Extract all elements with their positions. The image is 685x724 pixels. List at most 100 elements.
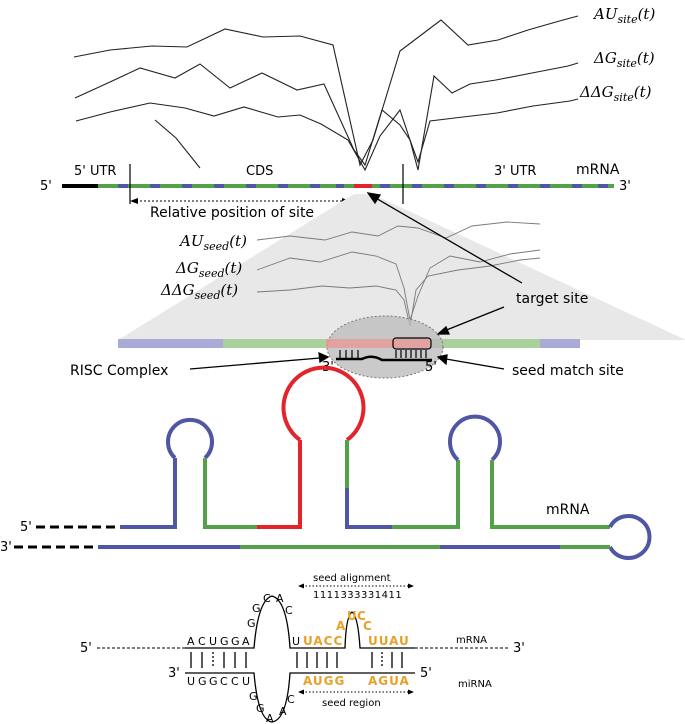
mrna-middle-label: mRNA <box>546 502 590 518</box>
align-mirna-label: miRNA <box>458 679 492 690</box>
site-signal-lines <box>73 15 579 172</box>
mrna-strand-line <box>97 595 510 649</box>
svg-text:G: G <box>198 675 207 688</box>
hairpin-3-stem-right <box>490 460 610 529</box>
svg-text:C: C <box>285 604 293 617</box>
utr3-label: 3' UTR <box>494 164 536 179</box>
svg-text:C: C <box>198 635 206 648</box>
seed-match-box <box>392 337 432 350</box>
ddg-seed-label: ΔΔGseed(t) <box>160 281 238 302</box>
dg-seed-label: ΔGseed(t) <box>175 259 242 280</box>
svg-text:U: U <box>292 635 300 648</box>
dg-seed-line <box>256 249 541 322</box>
svg-text:C: C <box>357 609 366 623</box>
svg-text:ΔGsite(t): ΔGsite(t) <box>593 49 655 70</box>
svg-text:G: G <box>249 690 258 703</box>
mrna-track <box>62 164 614 204</box>
svg-text:A: A <box>187 635 195 648</box>
svg-text:G: G <box>209 675 218 688</box>
seed-signal-lines <box>256 221 541 327</box>
svg-text:AUGG: AUGG <box>303 674 345 688</box>
mrna-5prime-label: 5' <box>40 179 52 194</box>
svg-text:U: U <box>242 675 250 688</box>
risc-complex-label: RISC Complex <box>70 363 168 379</box>
alignment-string: 1111333331411 <box>313 590 402 601</box>
ddg-seed-line <box>256 257 541 327</box>
relative-position-arrow <box>130 198 350 204</box>
mirna-strand <box>336 355 432 362</box>
svg-text:ΔΔGsite(t): ΔΔGsite(t) <box>579 83 652 104</box>
svg-text:A: A <box>279 705 287 718</box>
svg-text:UUAU: UUAU <box>368 634 410 648</box>
seed-match-arrow <box>445 358 505 370</box>
seed-region-label: seed region <box>322 698 381 709</box>
seed-match-bars <box>339 350 427 358</box>
svg-text:U: U <box>209 635 217 648</box>
base-pair-bars <box>190 652 403 668</box>
svg-text:AGUA: AGUA <box>368 674 410 688</box>
svg-text:U: U <box>187 675 195 688</box>
target-site-arrow-to-ellipse <box>443 306 505 332</box>
svg-text:G: G <box>247 617 256 630</box>
svg-text:C: C <box>231 675 239 688</box>
relative-position-label: Relative position of site <box>150 205 314 221</box>
ddg-site-line <box>75 98 579 172</box>
au-seed-label: AUseed(t) <box>178 232 247 253</box>
mrna-3prime-label: 3' <box>619 179 631 194</box>
mrna-top-label: mRNA <box>576 162 620 178</box>
utr5-label: 5' UTR <box>74 164 116 179</box>
hairpin-2-stem-right-lower <box>345 488 392 529</box>
seed-region-arrow <box>298 689 414 695</box>
mrna-secondary-structure <box>14 365 652 560</box>
svg-text:C: C <box>263 592 271 605</box>
align-mrna-label: mRNA <box>456 635 487 646</box>
dg-site-label: ΔGsite(t) <box>593 49 655 70</box>
svg-text:U: U <box>347 609 357 623</box>
terminal-loop <box>608 514 652 560</box>
hairpin-1-stem-right <box>203 458 257 529</box>
target-site-label: target site <box>516 291 588 307</box>
svg-text:G: G <box>220 635 229 648</box>
pointer-arrows <box>189 192 523 370</box>
seed-alignment-arrow <box>298 583 414 589</box>
hairpin-2-stem-left <box>257 440 302 529</box>
seed-match-site-label: seed match site <box>512 363 624 379</box>
svg-text:C: C <box>287 693 295 706</box>
align-mirna-5prime: 5' <box>420 666 432 681</box>
align-mrna-5prime: 5' <box>80 641 92 656</box>
svg-text:G: G <box>256 702 265 715</box>
svg-text:A: A <box>276 592 284 605</box>
svg-text:C: C <box>220 675 228 688</box>
ddg-site-label: ΔΔGsite(t) <box>579 83 652 104</box>
svg-text:AUseed(t): AUseed(t) <box>178 232 247 253</box>
seed-alignment-label: seed alignment <box>313 573 391 584</box>
cds-signal-line <box>154 119 201 169</box>
svg-text:G: G <box>231 635 240 648</box>
hairpin-1-stem-left <box>120 458 177 529</box>
zoom-shade <box>118 194 685 340</box>
hairpin-3-stem-left <box>392 460 460 529</box>
svg-text:A: A <box>266 712 274 724</box>
svg-text:ΔGseed(t): ΔGseed(t) <box>175 259 242 280</box>
svg-text:AUsite(t): AUsite(t) <box>592 5 655 26</box>
risc-5prime-label: 5' <box>425 360 437 375</box>
svg-text:C: C <box>363 619 372 633</box>
mrna-nucleotides: A C U G G A G G C A C U UACC A U C C UUA… <box>187 592 410 648</box>
hairpin-1-loop <box>166 417 214 460</box>
cds-label: CDS <box>246 164 273 179</box>
svg-text:UACC: UACC <box>303 634 343 648</box>
mirna-strand-line <box>185 672 415 723</box>
risc-complex <box>326 315 444 379</box>
alignment-strands <box>97 595 510 723</box>
au-seed-line <box>256 221 541 241</box>
au-site-line <box>73 15 579 167</box>
target-site-arrow-to-track <box>373 196 523 284</box>
structure-3prime-label: 3' <box>0 540 12 555</box>
hairpin-2-loop <box>281 365 366 442</box>
svg-text:ΔΔGseed(t): ΔΔGseed(t) <box>160 281 238 302</box>
risc-arrow <box>189 357 321 370</box>
align-mrna-3prime: 3' <box>513 641 525 656</box>
au-site-label: AUsite(t) <box>592 5 655 26</box>
mirna-nucleotides: U G G C C U G G A A C AUGG AGUA <box>187 674 410 724</box>
